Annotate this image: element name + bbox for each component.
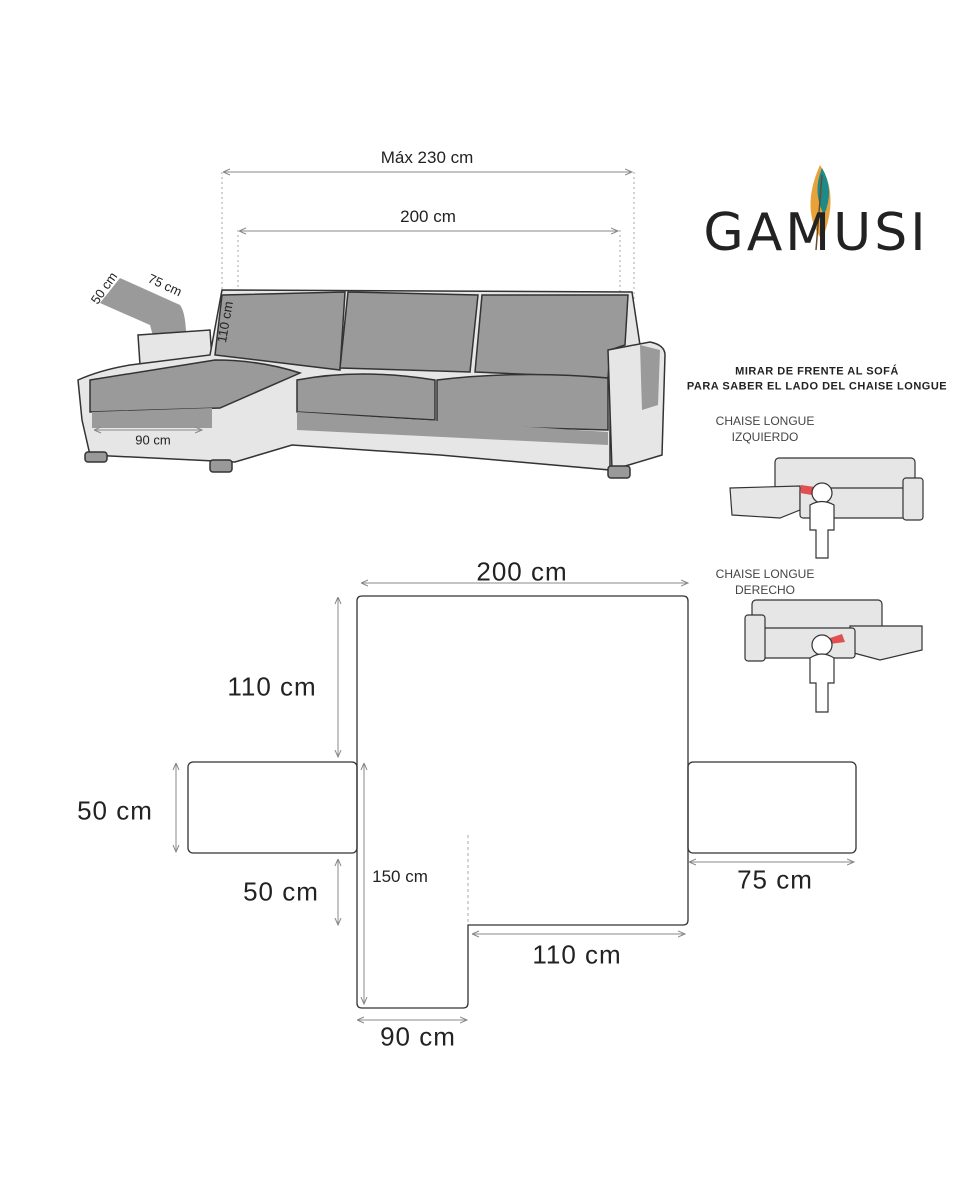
left-chaise-sofa-icon xyxy=(729,457,924,559)
sofa-chaise-width-label: 90 cm xyxy=(135,432,171,448)
max-width-label: Máx 230 cm xyxy=(380,148,474,167)
pattern-flap-length-label: 75 cm xyxy=(737,864,813,895)
right-chaise-subtitle: DERECHO xyxy=(734,583,796,597)
guide-instruction-1: MIRAR DE FRENTE AL SOFÁ xyxy=(735,365,899,378)
brand-logo: GAMUSI xyxy=(703,203,929,263)
pattern-right-flap xyxy=(687,761,857,854)
pattern-main-panel xyxy=(356,595,689,1009)
right-chaise-sofa-icon xyxy=(744,599,923,713)
sofa-illustration xyxy=(77,172,666,479)
pattern-back-height-label: 110 cm xyxy=(227,671,317,702)
left-chaise-title: CHAISE LONGUE xyxy=(715,414,815,428)
pattern-chaise-width-label: 90 cm xyxy=(380,1021,456,1052)
cover-pattern xyxy=(187,595,857,1009)
pattern-dimension-lines xyxy=(176,583,854,1020)
pattern-seat-width-label: 110 cm xyxy=(532,939,622,970)
sofa-width-label: 200 cm xyxy=(400,207,456,226)
pattern-left-flap xyxy=(187,761,358,854)
left-chaise-subtitle: IZQUIERDO xyxy=(731,430,799,444)
pattern-flap-height-label: 50 cm xyxy=(77,795,153,826)
pattern-top-width-label: 200 cm xyxy=(476,556,568,587)
guide-instruction-2: PARA SABER EL LADO DEL CHAISE LONGUE xyxy=(686,380,948,393)
pattern-chaise-length-label: 150 cm xyxy=(372,867,428,886)
pattern-seat-depth-label: 50 cm xyxy=(243,876,319,907)
right-chaise-title: CHAISE LONGUE xyxy=(715,567,815,581)
gamusi-leaf-logo-icon xyxy=(810,165,831,251)
